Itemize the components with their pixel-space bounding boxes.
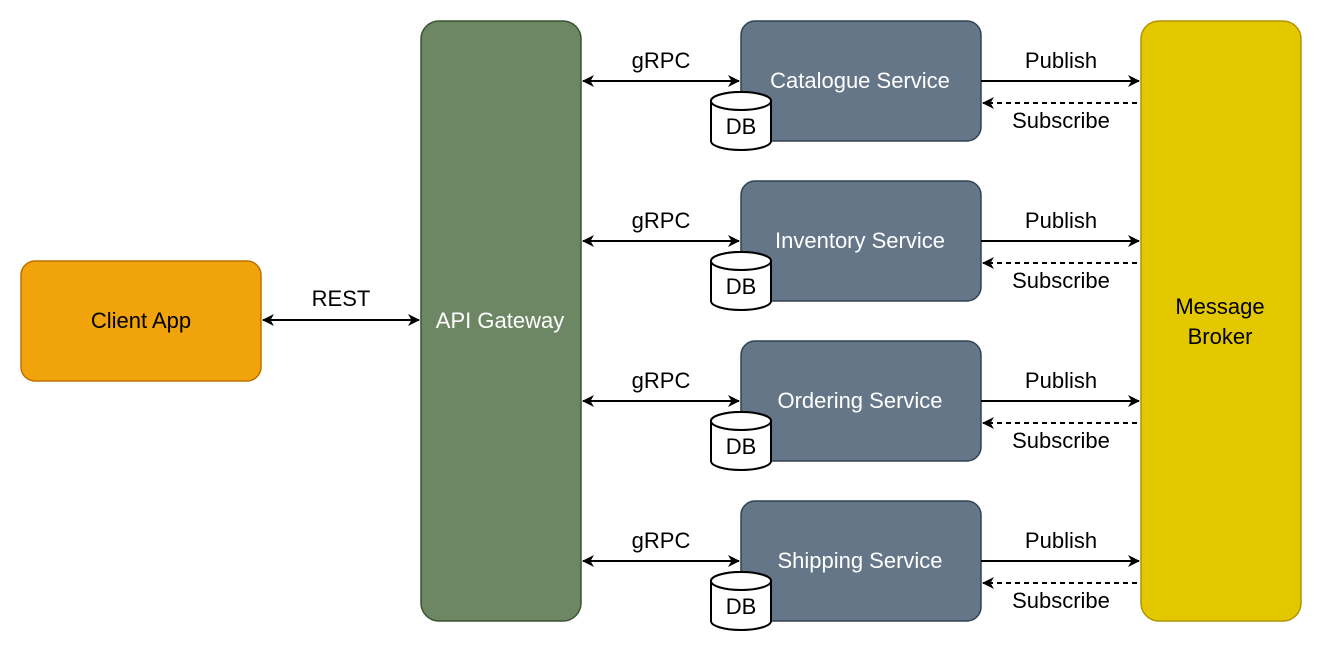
client-app-node: Client App <box>20 260 262 382</box>
database-label: DB <box>726 274 757 299</box>
client-app-box <box>20 260 262 382</box>
database-icon: DB <box>710 411 772 471</box>
message-broker-label-line1: Message <box>1175 294 1264 319</box>
grpc-label: gRPC <box>632 208 691 233</box>
api-gateway-node: API Gateway <box>420 20 582 622</box>
message-broker-node: Message Broker <box>1140 20 1302 622</box>
api-gateway-label: API Gateway <box>436 308 564 333</box>
database-icon: DB <box>710 91 772 151</box>
database-top <box>710 571 772 591</box>
subscribe-label: Subscribe <box>1012 268 1110 293</box>
subscribe-label: Subscribe <box>1012 108 1110 133</box>
database-icon: DB <box>710 251 772 311</box>
client-app-label: Client App <box>91 308 191 333</box>
publish-label: Publish <box>1025 48 1097 73</box>
rest-label: REST <box>312 286 371 311</box>
database-label: DB <box>726 114 757 139</box>
grpc-label: gRPC <box>632 528 691 553</box>
publish-label: Publish <box>1025 368 1097 393</box>
database-icon: DB <box>710 571 772 631</box>
database-label: DB <box>726 434 757 459</box>
publish-label: Publish <box>1025 528 1097 553</box>
subscribe-label: Subscribe <box>1012 588 1110 613</box>
message-broker-box <box>1140 20 1302 622</box>
database-top <box>710 411 772 431</box>
database-label: DB <box>726 594 757 619</box>
publish-label: Publish <box>1025 208 1097 233</box>
database-top <box>710 91 772 111</box>
subscribe-label: Subscribe <box>1012 428 1110 453</box>
database-top <box>710 251 772 271</box>
service-name: Shipping Service <box>777 548 942 573</box>
service-name: Catalogue Service <box>770 68 950 93</box>
grpc-label: gRPC <box>632 368 691 393</box>
service-name: Ordering Service <box>777 388 942 413</box>
api-gateway-box <box>420 20 582 622</box>
message-broker-label-line2: Broker <box>1188 324 1253 349</box>
grpc-label: gRPC <box>632 48 691 73</box>
service-name: Inventory Service <box>775 228 945 253</box>
